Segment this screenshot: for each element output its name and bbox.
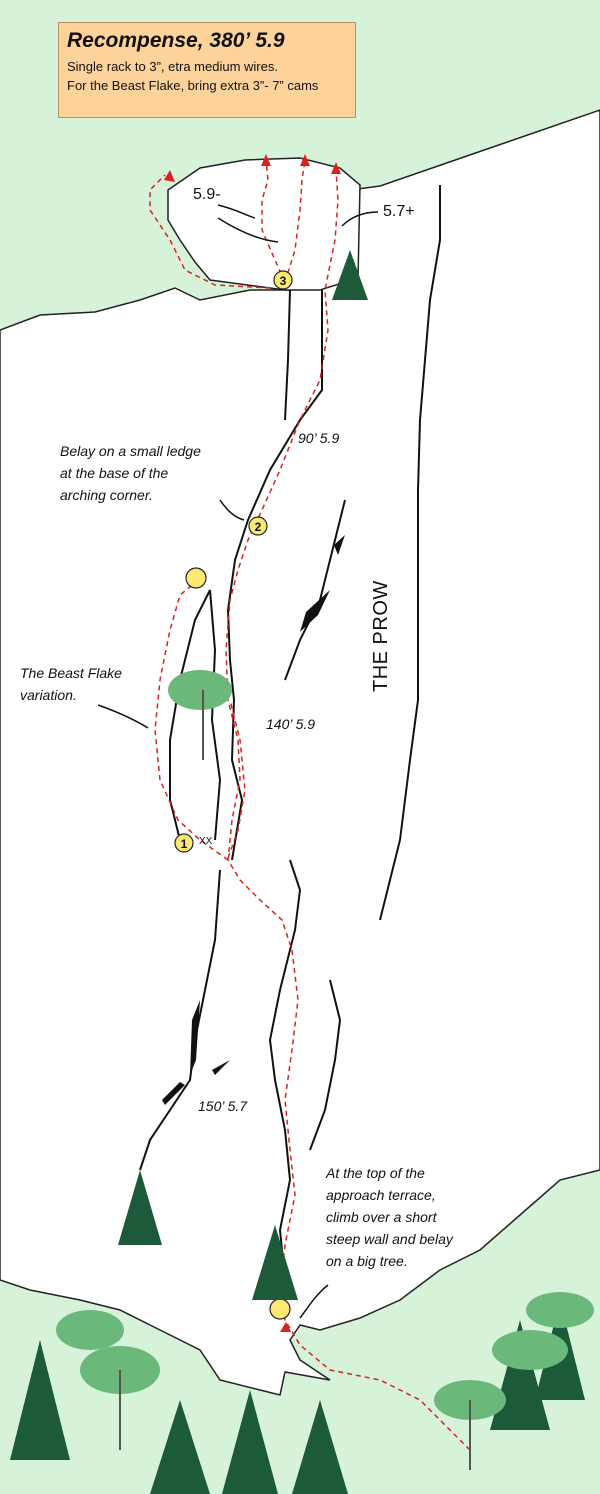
start-note-line: At the top of the	[326, 1165, 425, 1181]
anchor-mark: XX	[199, 836, 213, 847]
start-note-line: on a big tree.	[326, 1253, 408, 1269]
main-cliff-face	[0, 109, 600, 1396]
grade-pitch3-left: 5.9-	[193, 186, 221, 203]
gear-line-1: Single rack to 3”, etra medium wires.	[67, 59, 278, 74]
start-note: At the top of the approach terrace, clim…	[326, 1162, 453, 1272]
pointer-lines	[97, 204, 379, 1319]
start-note-line: approach terrace,	[326, 1187, 436, 1203]
summit-block	[167, 157, 361, 291]
beast-note-line: variation.	[20, 687, 77, 703]
crack-lines	[139, 185, 441, 1281]
belay-number-1: 1	[181, 837, 188, 851]
start-note-line: steep wall and belay	[326, 1231, 453, 1247]
pitch-2-label: 140’ 5.9	[266, 716, 316, 732]
start-note-line: climb over a short	[326, 1209, 437, 1225]
route-arrows	[164, 154, 341, 1332]
grade-pitch3-right: 5.7+	[383, 203, 415, 220]
gear-line-2: For the Beast Flake, bring extra 3”- 7” …	[67, 78, 319, 93]
title-box: Recompense, 380’ 5.9 Single rack to 3”, …	[58, 22, 356, 118]
pitch-3-label: 90’ 5.9	[298, 430, 340, 446]
belay2-note-line: at the base of the	[60, 465, 169, 481]
belay-number-2: 2	[255, 520, 262, 534]
belay-markers	[174, 270, 293, 1320]
route-title: Recompense, 380’ 5.9	[67, 29, 285, 52]
beast-note-line: The Beast Flake	[20, 665, 122, 681]
pitch-1-label: 150’ 5.7	[198, 1098, 248, 1114]
belay2-note: Belay on a small ledge at the base of th…	[60, 440, 201, 506]
thick-crack-features	[162, 535, 345, 1105]
tree-icons	[10, 250, 594, 1494]
beast-flake-note: The Beast Flake variation.	[20, 662, 122, 706]
prow-label: THE PROW	[370, 580, 392, 692]
belay-number-3: 3	[280, 274, 287, 288]
belay2-note-line: Belay on a small ledge	[60, 443, 201, 459]
belay2-note-line: arching corner.	[60, 487, 153, 503]
